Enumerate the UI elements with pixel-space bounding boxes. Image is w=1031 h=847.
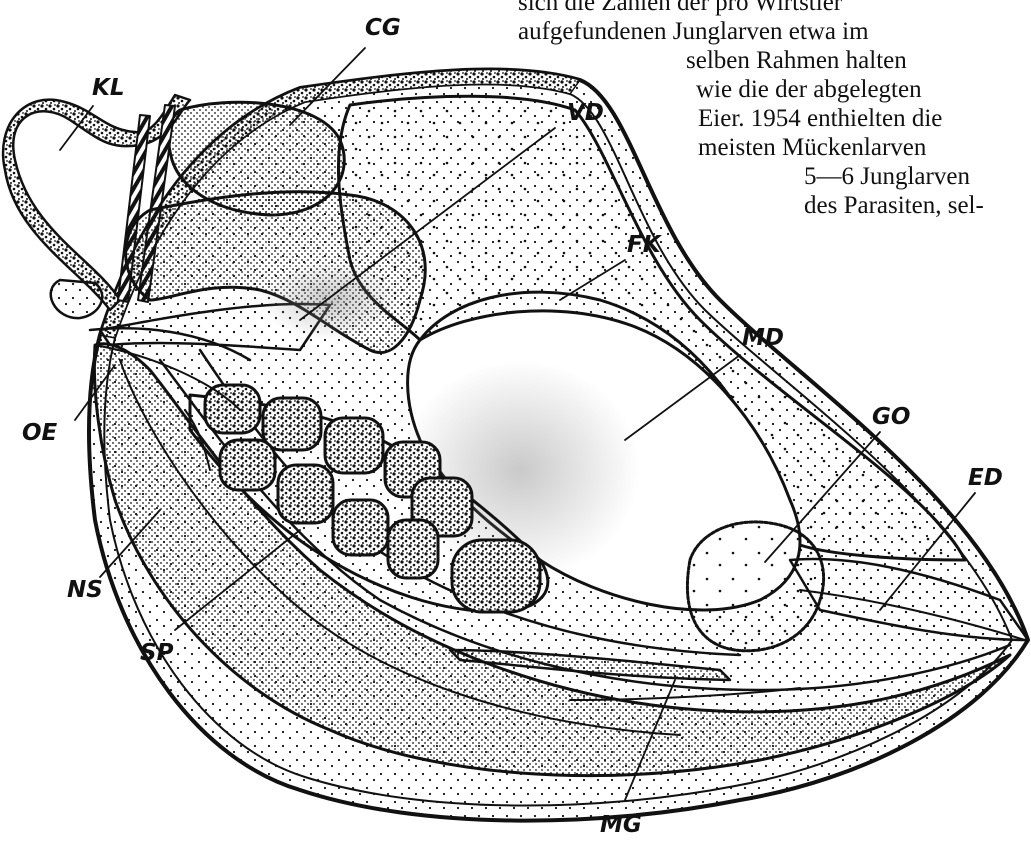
label-ns: NS [67, 577, 103, 603]
text-line-2: aufgefundenen Junglarven etwa im [518, 17, 1030, 46]
text-line-5: Eier. 1954 enthielten die [698, 104, 1030, 133]
label-fk: FK [627, 232, 663, 258]
label-go: GO [872, 404, 910, 430]
text-line-8: des Parasiten, sel- [804, 191, 1030, 220]
label-kl: KL [92, 75, 124, 101]
label-md: MD [742, 325, 784, 351]
label-mg: MG [600, 812, 642, 838]
label-ed: ED [968, 465, 1003, 491]
text-line-3: selben Rahmen halten [686, 46, 1030, 75]
label-oe: OE [22, 420, 58, 446]
label-vd: VD [567, 100, 604, 126]
text-line-6: meisten Mückenlarven [698, 133, 1030, 162]
label-sp: SP [140, 640, 174, 666]
label-cg: CG [365, 15, 401, 41]
text-line-1: sich die Zahlen der pro Wirtstier [518, 0, 1030, 17]
text-line-7: 5—6 Junglarven [804, 162, 1030, 191]
text-line-4: wie die der abgelegten [696, 75, 1030, 104]
